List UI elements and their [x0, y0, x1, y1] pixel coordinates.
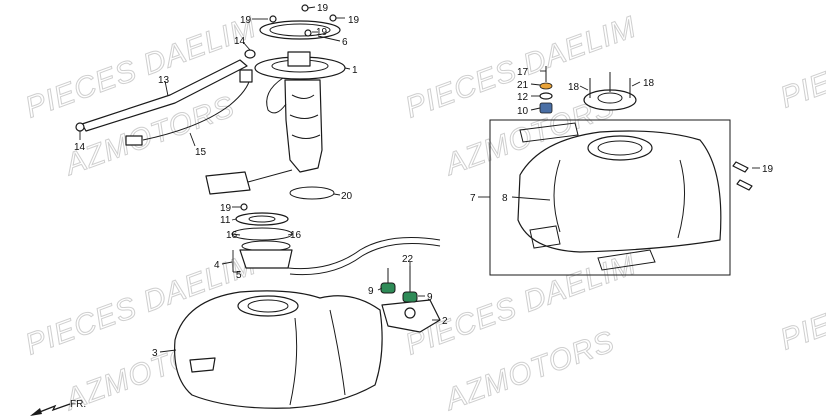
callout-label: 6 — [342, 37, 348, 48]
callout-label: 19 — [240, 15, 252, 26]
wire-connector-top — [239, 69, 253, 83]
cover-opening — [587, 135, 653, 161]
screw — [269, 15, 277, 23]
washer-21 — [539, 82, 553, 90]
callout-label: 15 — [195, 147, 207, 158]
callout-label: 16 — [226, 230, 238, 241]
rubber-washer-9b — [402, 291, 418, 303]
callout-label: 9 — [368, 286, 374, 297]
hose-clamp-bottom — [75, 122, 85, 132]
callout-label: 19 — [348, 15, 360, 26]
breather-tube — [287, 237, 441, 270]
arrow-icon — [31, 403, 71, 416]
callout-label: 16 — [290, 230, 302, 241]
screw — [301, 4, 309, 12]
fuel-pump-assembly — [205, 4, 346, 200]
wire-connector — [125, 135, 143, 146]
callout-label: 13 — [158, 75, 170, 86]
tank-contour — [289, 309, 346, 406]
cap-plate-11 — [235, 212, 289, 226]
set-plate-inner — [269, 23, 331, 37]
breather-tube-edge — [289, 243, 441, 276]
level-float — [205, 171, 251, 195]
float-arm — [247, 169, 293, 183]
callout-label: 10 — [517, 106, 529, 117]
tank-opening — [237, 295, 299, 317]
fuel-hose-assembly — [75, 49, 256, 146]
callout-label: 11 — [220, 215, 231, 226]
callout-label: 21 — [517, 80, 529, 91]
callout-label: 19 — [220, 203, 232, 214]
screw-19 — [732, 161, 749, 173]
decal-top — [519, 122, 579, 143]
screw — [240, 203, 248, 211]
fuel-cap-inner — [597, 92, 623, 104]
fuel-hose — [81, 59, 248, 132]
wire-harness — [142, 77, 251, 141]
pump-top-fitting — [287, 51, 311, 67]
pump-body-detail — [289, 94, 321, 139]
screw — [304, 29, 312, 37]
cover-contour — [553, 159, 686, 239]
gasket-16 — [231, 227, 293, 241]
callout-label: 14 — [74, 142, 86, 153]
callout-label: 17 — [517, 67, 529, 78]
callout-label: 8 — [502, 193, 508, 204]
decal-left — [529, 225, 561, 249]
tank-cover-8 — [517, 130, 722, 253]
callout-label: 18 — [643, 78, 655, 89]
fuel-tank-3 — [174, 290, 383, 409]
mount-hole — [404, 307, 416, 319]
callout-label: 4 — [214, 260, 220, 271]
cap-plate-11-inner — [248, 215, 276, 223]
watermark-text: PIE — [776, 308, 826, 357]
callout-label: 3 — [152, 348, 158, 359]
decal-bottom — [597, 249, 656, 271]
callout-label: 20 — [341, 191, 353, 202]
callout-label: 12 — [517, 92, 529, 103]
callout-numbers: 19 19 19 19 6 1 14 13 14 15 20 19 11 16 … — [74, 3, 774, 359]
callout-label: 14 — [234, 36, 246, 47]
watermark-text: PIE — [776, 66, 826, 115]
callout-label: 7 — [470, 193, 476, 204]
direction-label: FR. — [70, 399, 86, 410]
o-ring-20 — [289, 186, 335, 200]
front-direction-indicator: FR. — [30, 399, 86, 416]
leader-lines — [79, 6, 760, 353]
callout-label: 22 — [402, 254, 414, 265]
screw-19b — [736, 179, 753, 191]
cover-opening-inner — [597, 140, 643, 156]
pump-body — [284, 79, 323, 173]
callout-label: 19 — [317, 3, 329, 14]
cover-frame — [489, 119, 731, 276]
callout-label: 9 — [427, 292, 433, 303]
rubber-washer-9 — [380, 282, 396, 294]
callout-label: 5 — [236, 270, 242, 281]
callout-label: 19 — [316, 27, 328, 38]
callout-label: 1 — [352, 65, 358, 76]
tank-body — [174, 290, 383, 409]
arrow-head-icon — [30, 408, 42, 416]
callout-label: 2 — [442, 316, 448, 327]
rubber-10 — [539, 102, 553, 114]
hose-clamp-top — [244, 49, 256, 59]
tank-bracket — [189, 357, 216, 373]
tank-opening-inner — [247, 299, 289, 313]
callout-label: 18 — [568, 82, 580, 93]
screw — [329, 14, 337, 22]
pump-wiring — [266, 77, 287, 114]
collar-12 — [539, 92, 553, 100]
tank-mount — [380, 266, 441, 333]
filler-neck-5 — [239, 249, 293, 269]
tank-cover-section — [489, 66, 753, 276]
callout-label: 19 — [762, 164, 774, 175]
